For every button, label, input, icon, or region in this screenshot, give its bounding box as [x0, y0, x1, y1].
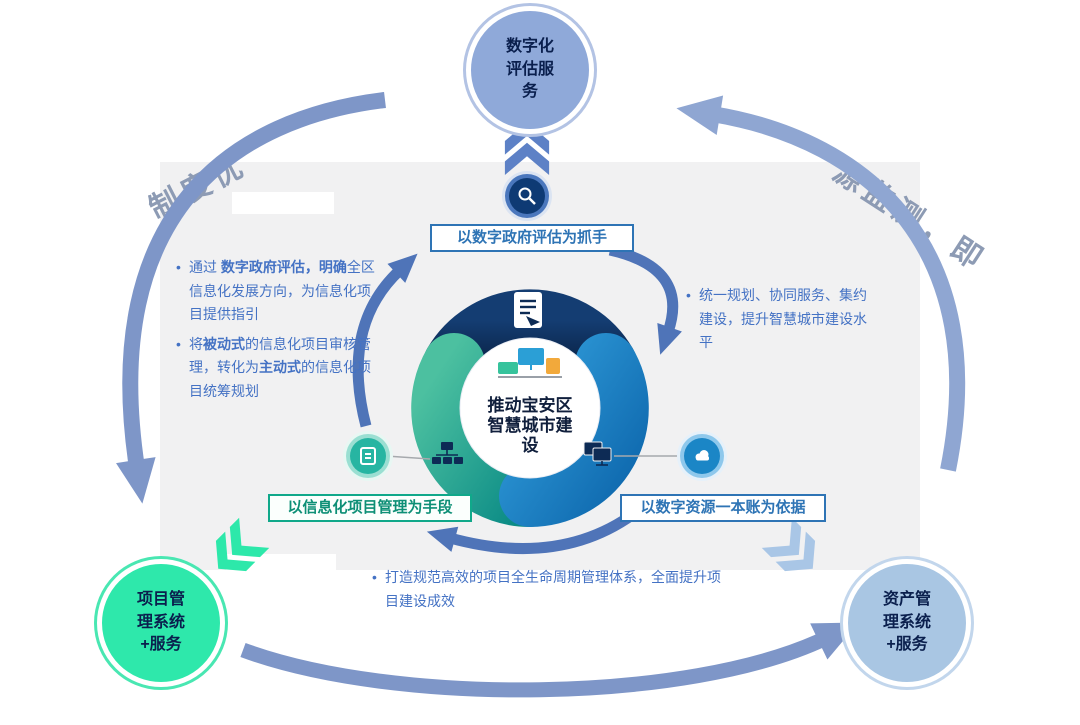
connector-lines [385, 455, 682, 460]
cloud-icon [695, 450, 709, 461]
service-circle-project-management: 项目管理系统+服务 [97, 559, 225, 687]
whiteout-box [232, 192, 334, 214]
text-segment: 通过 [189, 259, 221, 275]
center-title: 推动宝安区智慧城市建设 [487, 396, 573, 456]
bullet-item: • 统一规划、协同服务、集约建设，提升智慧城市建设水平 [686, 284, 878, 355]
text-segment-bold: 主动式 [259, 359, 301, 376]
cycle-arrow-top-to-left [116, 92, 386, 504]
text-segment: 的信息化项目统筹规划 [189, 359, 371, 399]
note-block-right: • 统一规划、协同服务、集约建设，提升智慧城市建设水平 [686, 284, 878, 355]
service-circle-digital-evaluation: 数字化评估服务 [466, 6, 594, 134]
bullet-marker: • [176, 259, 181, 275]
bullet-item: • 打造规范高效的项目全生命周期管理体系，全面提升项目建设成效 [372, 566, 728, 613]
bullet-item: • 将被动式的信息化项目审核管理，转化为主动式的信息化项目统筹规划 [176, 333, 378, 404]
text-segment: 的信息化项目审核管理，转化为 [189, 335, 371, 376]
resource-node [684, 438, 720, 474]
monitor-icon [583, 441, 612, 466]
document-pen-icon [514, 292, 542, 328]
workstation-icon [498, 348, 562, 378]
text-segment-bold: 被动式 [203, 335, 245, 352]
service-circle-label: 数字化评估服务 [505, 38, 554, 101]
label-it-project-management: 以信息化项目管理为手段 [268, 494, 472, 522]
service-circle-asset-management: 资产管理系统+服务 [843, 559, 971, 687]
cycle-arrow-right-to-top [676, 95, 966, 472]
bullet-text: 将被动式的信息化项目审核管理，转化为主动式的信息化项目统筹规划 [189, 333, 378, 404]
label-digital-government-evaluation: 以数字政府评估为抓手 [430, 224, 634, 252]
swoosh-top-right [608, 244, 682, 355]
cycle-arrow-left-to-right [240, 622, 859, 698]
project-node [350, 438, 386, 474]
service-circle-label: 项目管理系统+服务 [136, 591, 185, 654]
note-block-bottom: • 打造规范高效的项目全生命周期管理体系，全面提升项目建设成效 [372, 566, 728, 613]
bullet-item: • 通过 数字政府评估，明确全区信息化发展方向，为信息化项目提供指引 [176, 256, 378, 327]
bullet-marker: • [176, 335, 181, 352]
network-icon [432, 442, 463, 464]
evaluation-node [509, 178, 545, 214]
bullet-text: 打造规范高效的项目全生命周期管理体系，全面提升项目建设成效 [385, 569, 721, 609]
triskelion [411, 289, 649, 527]
chevron-arrow-green [215, 517, 270, 572]
bullet-marker: • [686, 287, 691, 303]
note-block-left: • 通过 数字政府评估，明确全区信息化发展方向，为信息化项目提供指引 • 将被动… [176, 256, 378, 403]
chevron-arrow-lightblue [761, 517, 816, 572]
bullet-marker: • [372, 569, 377, 585]
clipboard-icon [360, 447, 376, 465]
swoosh-left [352, 253, 418, 428]
text-segment: 将 [189, 335, 203, 352]
center-circle [459, 337, 601, 479]
service-circle-label: 资产管理系统+服务 [882, 591, 931, 654]
magnifier-icon [518, 187, 536, 205]
text-segment: 全区信息化发展方向，为信息化项目提供指引 [189, 259, 375, 323]
bullet-text: 通过 数字政府评估，明确全区信息化发展方向，为信息化项目提供指引 [189, 256, 378, 327]
label-digital-resource-ledger: 以数字资源一本账为依据 [620, 494, 826, 522]
text-segment-bold: 数字政府评估，明确 [220, 259, 347, 275]
bullet-text: 统一规划、协同服务、集约建设，提升智慧城市建设水平 [699, 287, 867, 351]
